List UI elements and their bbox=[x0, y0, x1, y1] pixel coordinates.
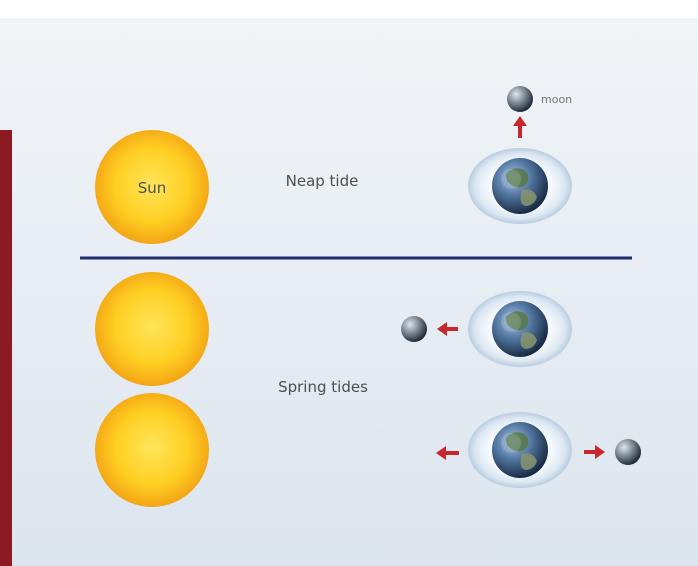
sun-neap bbox=[95, 130, 209, 244]
red-edge-strip bbox=[0, 130, 12, 566]
moon-spring-right bbox=[615, 439, 641, 465]
top-border bbox=[0, 0, 698, 18]
moon-icon bbox=[615, 439, 641, 465]
arrow-left-icon bbox=[437, 322, 458, 336]
neap-tide-label: Neap tide bbox=[286, 172, 359, 190]
moon-label: moon bbox=[541, 93, 572, 106]
spring-tides-label: Spring tides bbox=[278, 378, 368, 396]
earth-neap bbox=[468, 148, 572, 224]
sun-spring-bottom bbox=[95, 393, 209, 507]
sun-icon bbox=[95, 130, 209, 244]
moon-spring-left bbox=[401, 316, 427, 342]
sun-spring-top bbox=[95, 272, 209, 386]
arrow-right-icon bbox=[584, 445, 605, 459]
moon-neap bbox=[507, 86, 533, 112]
sun-icon bbox=[95, 272, 209, 386]
arrow-left-icon bbox=[436, 446, 459, 460]
sun-label: Sun bbox=[138, 179, 167, 197]
earth-spring-bottom bbox=[468, 412, 572, 488]
earth-spring-top bbox=[468, 291, 572, 367]
moon-icon bbox=[507, 86, 533, 112]
arrow-up-icon bbox=[513, 116, 527, 138]
sun-icon bbox=[95, 393, 209, 507]
moon-icon bbox=[401, 316, 427, 342]
